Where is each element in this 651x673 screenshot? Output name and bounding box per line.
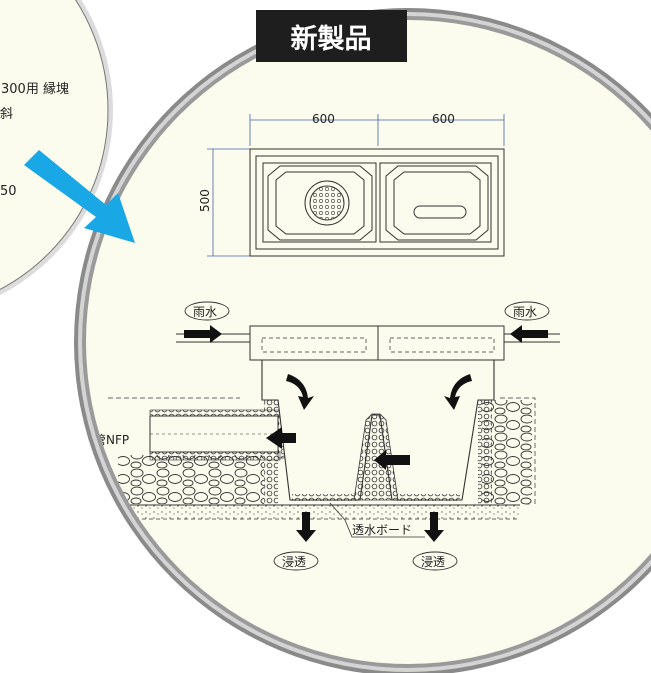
board-label: 透水ボード bbox=[352, 523, 412, 537]
svg-text:浸透: 浸透 bbox=[282, 555, 306, 569]
rain-label-right: 雨水 bbox=[504, 301, 550, 321]
plan-width-right: 600 bbox=[432, 112, 455, 126]
infiltration-label-right: 浸透 bbox=[412, 551, 458, 571]
new-product-badge: 新製品 bbox=[256, 10, 407, 62]
plan-depth: 500 bbox=[198, 189, 212, 212]
flow-arrows bbox=[184, 325, 548, 542]
old-fragment-3: 50 bbox=[0, 184, 17, 199]
flow-curve-right-arrow-icon bbox=[444, 374, 472, 410]
rain-inflow-right-arrow-icon bbox=[510, 325, 548, 343]
infiltration-label-left: 浸透 bbox=[273, 551, 319, 571]
old-fragment-2: 斜 bbox=[0, 107, 13, 122]
svg-text:雨水: 雨水 bbox=[193, 305, 217, 319]
svg-text:浸透: 浸透 bbox=[421, 555, 445, 569]
rain-inflow-left-arrow-icon bbox=[184, 325, 222, 343]
infiltration-right-arrow-icon bbox=[424, 512, 444, 542]
plan-width-left: 600 bbox=[312, 112, 335, 126]
plan-view bbox=[207, 114, 505, 257]
svg-text:雨水: 雨水 bbox=[513, 305, 537, 319]
rain-label-left: 雨水 bbox=[184, 301, 230, 321]
direction-arrow-icon bbox=[24, 150, 135, 243]
divider-flow-arrow-icon bbox=[374, 450, 410, 470]
previous-product-circle: 300用 縁塊 斜 50 bbox=[0, 0, 113, 295]
badge-text: 新製品 bbox=[291, 23, 372, 55]
old-fragment-1: 300用 縁塊 bbox=[1, 81, 69, 97]
pipe-inflow-arrow-icon bbox=[266, 427, 296, 449]
flow-curve-left-arrow-icon bbox=[286, 374, 314, 410]
board-leader-line bbox=[329, 502, 425, 538]
infiltration-left-arrow-icon bbox=[296, 512, 316, 542]
